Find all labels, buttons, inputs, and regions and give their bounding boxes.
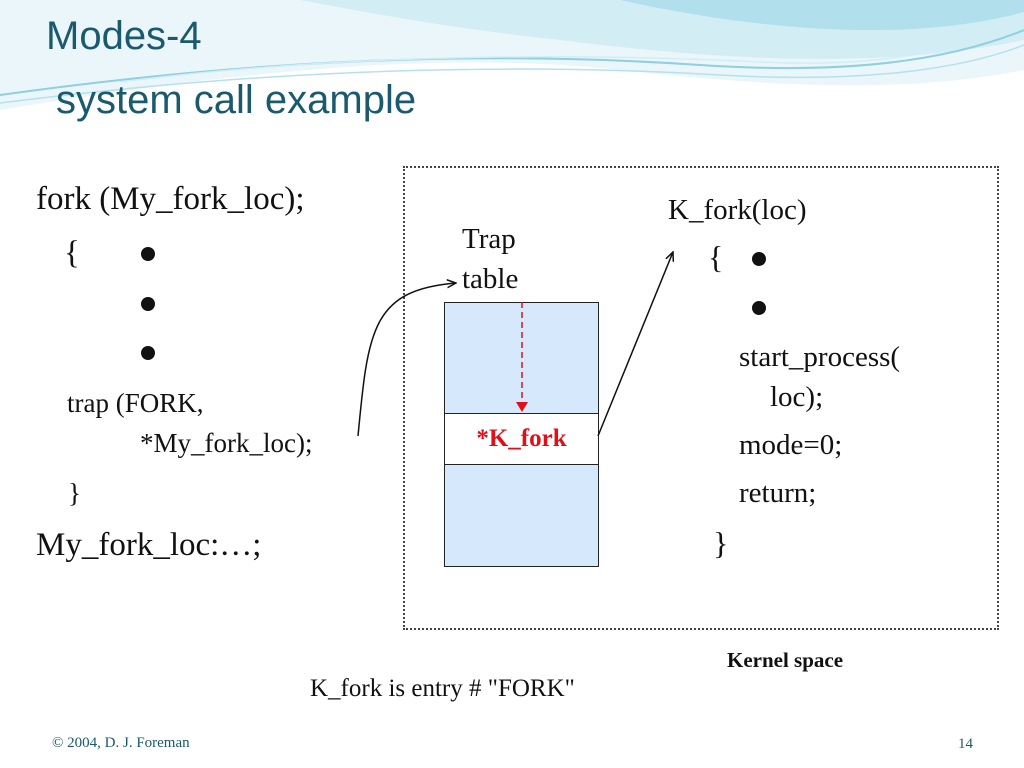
trap-line: trap (FORK, bbox=[67, 388, 204, 418]
kernel-space-label: Kernel space bbox=[727, 648, 844, 672]
bullet-dot bbox=[752, 301, 766, 315]
bullet-dot bbox=[141, 346, 155, 360]
kernel-line-return: return; bbox=[739, 477, 817, 509]
kernel-line-mode: mode=0; bbox=[739, 429, 843, 461]
bullet-dot bbox=[141, 297, 155, 311]
kernel-close-brace: } bbox=[713, 525, 729, 561]
page-number: 14 bbox=[958, 736, 973, 752]
slide-subtitle: system call example bbox=[56, 78, 417, 122]
trap-table-entry: *K_fork bbox=[444, 413, 599, 465]
copyright-footer: © 2004, D. J. Foreman bbox=[52, 735, 190, 751]
entry-note: K_fork is entry # "FORK" bbox=[310, 675, 575, 702]
kernel-line-loc: loc); bbox=[770, 381, 824, 413]
trap-entry-label: *K_fork bbox=[476, 425, 567, 452]
kernel-line-start-process: start_process( bbox=[739, 341, 901, 373]
kernel-function-header: K_fork(loc) bbox=[668, 194, 807, 226]
trap-table-label: Trap bbox=[462, 223, 516, 255]
bullet-dot bbox=[752, 252, 766, 266]
return-label-line: My_fork_loc:…; bbox=[36, 527, 262, 563]
kernel-open-brace: { bbox=[708, 239, 724, 275]
slide-title: Modes-4 bbox=[46, 14, 202, 58]
user-open-brace: { bbox=[64, 235, 80, 271]
user-close-brace: } bbox=[68, 478, 81, 508]
trap-line-arg: *My_fork_loc); bbox=[140, 428, 313, 458]
bullet-dot bbox=[141, 247, 155, 261]
trap-table-label-2: table bbox=[462, 263, 519, 295]
fork-call-line: fork (My_fork_loc); bbox=[36, 181, 305, 217]
